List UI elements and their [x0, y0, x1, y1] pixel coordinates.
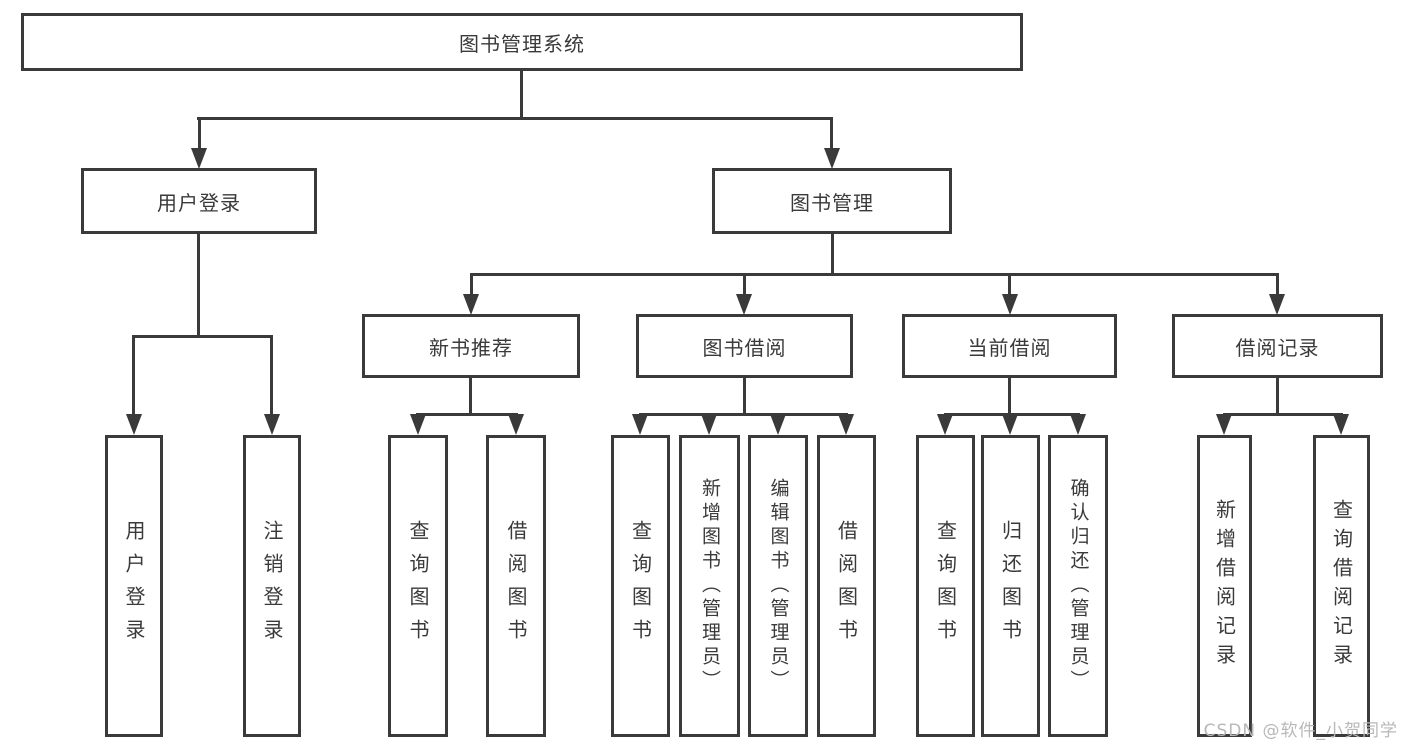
arrow-down-icon — [1216, 414, 1232, 435]
connector-line — [132, 336, 135, 414]
node-new-book-recommend: 新书推荐 — [362, 314, 580, 378]
leaf-query-book-current: 查询图书 — [916, 435, 975, 737]
leaf-add-borrow-record: 新增借阅记录 — [1197, 435, 1252, 737]
leaf-logout: 注销登录 — [243, 435, 301, 737]
connector-line — [831, 234, 834, 274]
connector-line — [416, 413, 518, 416]
leaf-user-login: 用户登录 — [105, 435, 163, 737]
leaf-query-borrow-record: 查询借阅记录 — [1313, 435, 1370, 737]
arrow-down-icon — [410, 414, 426, 435]
node-book-management: 图书管理 — [712, 168, 952, 234]
arrow-down-icon — [191, 148, 207, 169]
leaf-query-book-borrow: 查询图书 — [611, 435, 670, 737]
connector-line — [1223, 413, 1343, 416]
connector-line — [1008, 274, 1011, 296]
connector-line — [743, 274, 746, 296]
arrow-down-icon — [264, 414, 280, 435]
connector-line — [639, 413, 848, 416]
arrow-down-icon — [937, 414, 953, 435]
connector-line — [520, 70, 523, 118]
leaf-query-book-recommend: 查询图书 — [388, 435, 448, 737]
leaf-borrow-book: 借阅图书 — [817, 435, 876, 737]
connector-line — [1008, 377, 1011, 415]
leaf-edit-book-admin: 编辑图书（管理员） — [748, 435, 808, 737]
connector-line — [470, 274, 473, 296]
connector-line — [830, 118, 833, 150]
connector-line — [270, 336, 273, 414]
node-current-borrow: 当前借阅 — [902, 314, 1117, 378]
arrow-down-icon — [1002, 294, 1018, 315]
node-library-management-system: 图书管理系统 — [21, 13, 1023, 71]
arrow-down-icon — [701, 414, 717, 435]
arrow-down-icon — [1333, 414, 1349, 435]
arrow-down-icon — [824, 148, 840, 169]
arrow-down-icon — [770, 414, 786, 435]
node-borrow-records: 借阅记录 — [1172, 314, 1383, 378]
connector-line — [1276, 274, 1279, 296]
connector-line — [197, 117, 833, 120]
connector-line — [470, 273, 1279, 276]
node-user-login: 用户登录 — [81, 168, 317, 234]
node-book-borrow: 图书借阅 — [636, 314, 853, 378]
arrow-down-icon — [126, 414, 142, 435]
arrow-down-icon — [463, 294, 479, 315]
arrow-down-icon — [508, 414, 524, 435]
connector-line — [1276, 377, 1279, 415]
arrow-down-icon — [632, 414, 648, 435]
leaf-borrow-book-recommend: 借阅图书 — [486, 435, 546, 737]
arrow-down-icon — [1269, 294, 1285, 315]
connector-line — [198, 118, 201, 150]
connector-line — [132, 335, 273, 338]
connector-line — [197, 233, 200, 337]
leaf-return-book: 归还图书 — [981, 435, 1040, 737]
arrow-down-icon — [1070, 414, 1086, 435]
arrow-down-icon — [1002, 414, 1018, 435]
leaf-confirm-return-admin: 确认归还（管理员） — [1048, 435, 1108, 737]
arrow-down-icon — [736, 294, 752, 315]
connector-line — [469, 377, 472, 415]
csdn-watermark: CSDN @软件_小贺同学 — [1203, 721, 1398, 741]
arrow-down-icon — [838, 414, 854, 435]
leaf-add-book-admin: 新增图书（管理员） — [679, 435, 740, 737]
connector-line — [743, 377, 746, 415]
